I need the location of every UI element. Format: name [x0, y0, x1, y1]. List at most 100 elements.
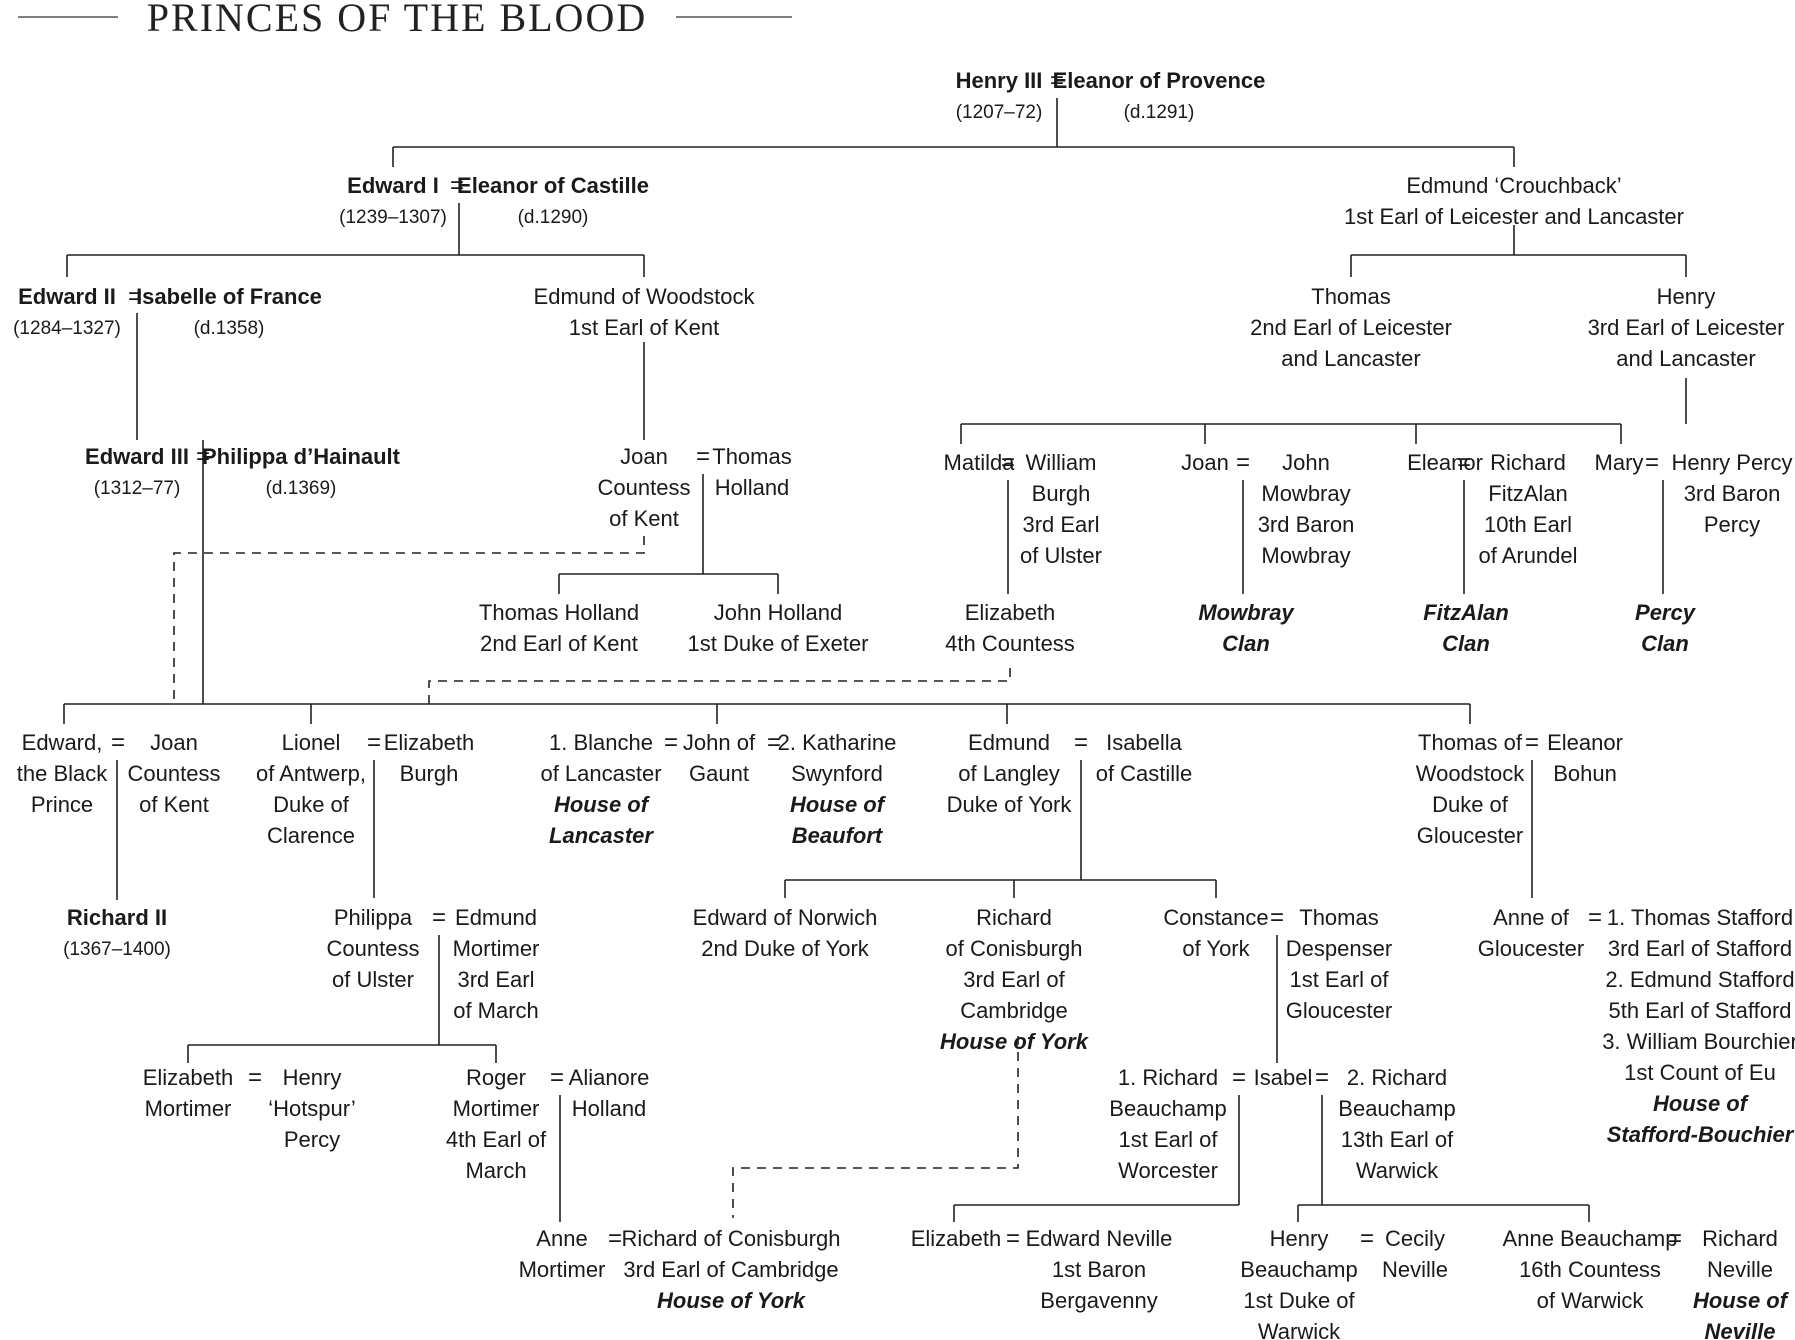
person-line: Gaunt	[689, 761, 749, 786]
person-line: Swynford	[791, 761, 883, 786]
person-dates: (d.1358)	[194, 318, 265, 339]
person-line: Henry	[1270, 1226, 1329, 1251]
person-line: Thomas	[712, 444, 791, 469]
person-line: of Ulster	[332, 967, 414, 992]
person-name: Isabelle of France	[136, 284, 322, 309]
marriage-sign: =	[1270, 904, 1284, 931]
person-line: Holland	[715, 475, 790, 500]
person-name: Eleanor of Castille	[457, 173, 649, 198]
marriage-sign: =	[550, 1064, 564, 1091]
person-line: Edmund ‘Crouchback’	[1406, 173, 1621, 198]
person-line: Worcester	[1118, 1158, 1218, 1183]
person-name: Philippa d’Hainault	[202, 444, 401, 469]
person-line: John	[1282, 450, 1330, 475]
house-label: House of	[1693, 1288, 1790, 1313]
marriage-sign: =	[1457, 449, 1471, 476]
person-line: Elizabeth	[911, 1226, 1002, 1251]
person-line: 2nd Duke of York	[701, 936, 870, 961]
person-line: Beauchamp	[1338, 1096, 1455, 1121]
marriage-sign: =	[1236, 449, 1250, 476]
person-line: Roger	[466, 1065, 526, 1090]
person-line: 2. Richard	[1347, 1065, 1447, 1090]
marriage-sign: =	[432, 904, 446, 931]
person-name: Edward I	[347, 173, 439, 198]
person-line: John of	[683, 730, 756, 755]
dashed-link	[732, 1036, 1019, 1218]
person-line: Edward,	[22, 730, 103, 755]
person-line: Thomas of	[1418, 730, 1523, 755]
marriage-sign: =	[196, 443, 210, 470]
person-line: FitzAlan	[1488, 481, 1567, 506]
person-line: of Kent	[609, 506, 679, 531]
person-line: 2. Edmund Stafford	[1605, 967, 1794, 992]
person-line: Richard	[976, 905, 1052, 930]
person-line: 3rd Baron	[1258, 512, 1355, 537]
person-line: 13th Earl of	[1341, 1127, 1454, 1152]
person-line: 4th Earl of	[446, 1127, 547, 1152]
person-line: 3rd Earl of	[963, 967, 1065, 992]
person-line: Cecily	[1385, 1226, 1445, 1251]
person-line: 1st Baron	[1052, 1257, 1146, 1282]
person-name: Richard II	[67, 905, 167, 930]
marriage-sign: =	[1074, 729, 1088, 756]
person-line: of Ulster	[1020, 543, 1102, 568]
person-line: 16th Countess	[1519, 1257, 1661, 1282]
person-line: Isabel	[1254, 1065, 1313, 1090]
marriage-sign: =	[696, 443, 710, 470]
person-line: 1st Earl of Kent	[569, 315, 719, 340]
person-line: Henry	[1657, 284, 1716, 309]
person-line: Richard	[1702, 1226, 1778, 1251]
person-line: 1. Thomas Stafford	[1607, 905, 1793, 930]
dashed-link	[173, 536, 645, 704]
person-dates: (1367–1400)	[63, 939, 171, 960]
clan-label: Clan	[1442, 631, 1490, 656]
person-line: Edward Neville	[1026, 1226, 1173, 1251]
person-line: 3rd Earl	[457, 967, 534, 992]
marriage-sign: =	[1232, 1064, 1246, 1091]
person-line: of Langley	[958, 761, 1060, 786]
person-line: Duke of York	[947, 792, 1073, 817]
person-line: Matilda	[944, 450, 1016, 475]
person-line: 1st Duke of Exeter	[688, 631, 869, 656]
marriage-sign: =	[248, 1064, 262, 1091]
person-line: Holland	[572, 1096, 647, 1121]
marriage-sign: =	[608, 1225, 622, 1252]
person-line: Edmund	[968, 730, 1050, 755]
person-line: Neville	[1382, 1257, 1448, 1282]
marriage-sign: =	[1006, 1225, 1020, 1252]
person-line: 3. William Bourchier	[1602, 1029, 1795, 1054]
person-dates: (d.1291)	[1124, 102, 1195, 123]
person-line: Edmund of Woodstock	[534, 284, 756, 309]
person-line: Thomas	[1299, 905, 1378, 930]
marriage-sign: =	[1525, 729, 1539, 756]
marriage-sign: =	[1668, 1225, 1682, 1252]
person-line: Anne of	[1493, 905, 1570, 930]
person-line: Alianore	[569, 1065, 650, 1090]
person-line: Warwick	[1356, 1158, 1439, 1183]
person-line: Mowbray	[1261, 481, 1350, 506]
marriage-sign: =	[128, 283, 142, 310]
dashed-link	[428, 668, 1011, 704]
person-line: Henry	[283, 1065, 342, 1090]
person-line: of Arundel	[1478, 543, 1577, 568]
person-line: 3rd Earl	[1022, 512, 1099, 537]
person-line: Percy	[284, 1127, 340, 1152]
person-line: Gloucester	[1478, 936, 1584, 961]
page-title: PRINCES OF THE BLOOD	[147, 0, 647, 40]
person-line: 1. Blanche	[549, 730, 653, 755]
person-line: 3rd Earl of Leicester	[1588, 315, 1785, 340]
person-line: William	[1026, 450, 1097, 475]
house-label: House of	[554, 792, 651, 817]
person-line: Henry Percy	[1671, 450, 1792, 475]
person-line: Beauchamp	[1109, 1096, 1226, 1121]
person-line: Countess	[128, 761, 221, 786]
person-line: 4th Countess	[945, 631, 1075, 656]
person-line: 1st Count of Eu	[1624, 1060, 1776, 1085]
person-line: 3rd Earl of Stafford	[1608, 936, 1792, 961]
person-line: Philippa	[334, 905, 413, 930]
person-line: John Holland	[714, 600, 842, 625]
person-line: Burgh	[1032, 481, 1091, 506]
person-line: Joan	[150, 730, 198, 755]
person-line: of Antwerp,	[256, 761, 366, 786]
person-line: Neville	[1707, 1257, 1773, 1282]
